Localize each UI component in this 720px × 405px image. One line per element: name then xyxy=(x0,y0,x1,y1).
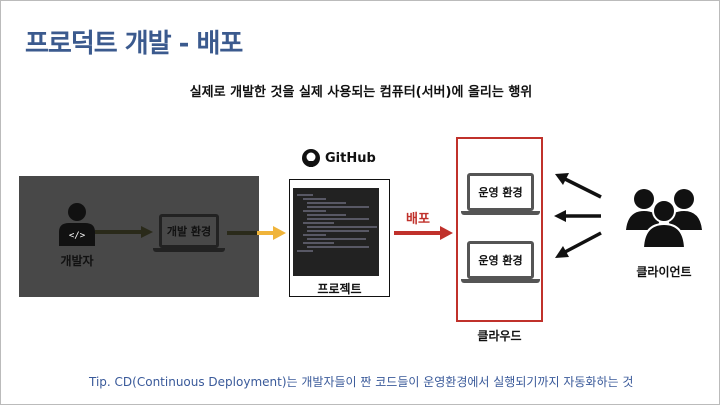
slide-subtitle: 실제로 개발한 것을 실제 사용되는 컴퓨터(서버)에 올리는 행위 xyxy=(189,85,533,100)
server-laptop: 운영 환경 xyxy=(461,173,540,215)
code-screenshot xyxy=(293,188,379,276)
github-label: GitHub xyxy=(325,150,376,166)
github-logo: GitHub xyxy=(301,148,376,168)
server-label: 운영 환경 xyxy=(467,173,534,211)
deploy-arrow-icon xyxy=(394,226,453,240)
cloud-box: 운영 환경 운영 환경 xyxy=(456,137,543,322)
project-box: 프로젝트 xyxy=(289,179,390,297)
slide-title: 프로덕트 개발 - 배포 xyxy=(25,29,243,59)
tip-text: Tip. CD(Continuous Deployment)는 개발자들이 짠 … xyxy=(89,375,634,389)
deploy-label: 배포 xyxy=(406,212,430,227)
users-icon xyxy=(626,189,702,248)
dev-laptop: 개발 환경 xyxy=(153,214,225,252)
server-label: 운영 환경 xyxy=(467,241,534,279)
cloud-label: 클라우드 xyxy=(477,329,522,343)
arrow-icon xyxy=(257,226,286,240)
request-arrows-icon xyxy=(554,173,602,258)
dev-laptop-label: 개발 환경 xyxy=(159,214,219,248)
connector-line xyxy=(227,231,257,235)
developer-icon: </> xyxy=(59,203,95,246)
developer-panel: </> 개발자 개발 환경 xyxy=(19,176,259,297)
developer-label: 개발자 xyxy=(60,254,94,268)
server-laptop: 운영 환경 xyxy=(461,241,540,283)
client-label: 클라이언트 xyxy=(636,265,692,279)
svg-text:</>: </> xyxy=(69,231,86,241)
github-icon xyxy=(302,149,320,167)
project-label: 프로젝트 xyxy=(317,282,362,296)
arrow-icon xyxy=(95,226,153,238)
